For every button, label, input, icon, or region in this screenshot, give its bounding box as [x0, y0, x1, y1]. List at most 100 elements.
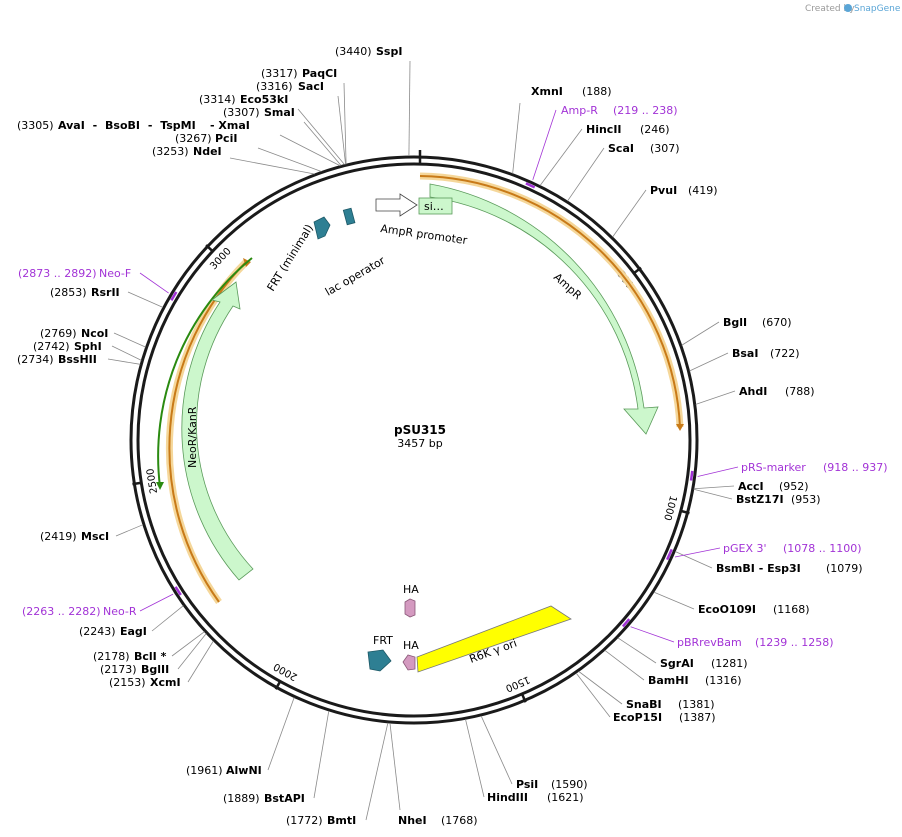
site-leader-lines — [107, 60, 736, 821]
primer-name-amp-r[interactable]: Amp-R — [561, 104, 598, 117]
primer-mark-neo-r[interactable] — [174, 586, 182, 596]
site-name-bmti[interactable]: BmtI — [327, 814, 356, 827]
site-pos-msci: (2419) — [40, 530, 77, 543]
primer-name-pbrrevbam[interactable]: pBRrevBam — [677, 636, 742, 649]
frt-minimal-label: FRT (minimal) — [265, 222, 316, 294]
site-name-bamhi[interactable]: BamHI — [648, 674, 689, 687]
neor-green-orf-line — [157, 257, 253, 488]
ampr-promoter-arrow[interactable] — [375, 193, 418, 217]
leader-line-ecop15i — [575, 672, 611, 718]
ha-top-label: HA — [403, 583, 419, 596]
site-name-bgli[interactable]: BglI — [723, 316, 747, 329]
neor-label: NeoR/KanR — [186, 406, 199, 468]
orf-arcs — [156, 172, 684, 605]
primer-name-prs-marker[interactable]: pRS-marker — [741, 461, 806, 474]
site-name-eagi[interactable]: EagI — [120, 625, 147, 638]
site-name-alwni[interactable]: AlwNI — [226, 764, 262, 777]
site-name-bsmbi[interactable]: BsmBI - Esp3I — [716, 562, 801, 575]
site-pos-ecop15i: (1387) — [679, 711, 716, 724]
primer-name-pgex3[interactable]: pGEX 3' — [723, 542, 767, 555]
leader-line-bsmbi — [675, 551, 713, 569]
ampr-feature-arrow[interactable] — [429, 183, 659, 435]
site-name-xmni[interactable]: XmnI — [531, 85, 563, 98]
site-name-sspi[interactable]: SspI — [376, 45, 402, 58]
site-pos-snabi: (1381) — [678, 698, 715, 711]
leader-line-ncoi — [113, 332, 146, 348]
site-pos-eagi: (2243) — [79, 625, 116, 638]
frt-minimal-arrow[interactable] — [313, 216, 331, 240]
site-name-sgrai[interactable]: SgrAI — [660, 657, 694, 670]
site-name-psii[interactable]: PsiI — [516, 778, 538, 791]
site-pos-bstz17i: (953) — [791, 493, 821, 506]
site-name-sphi[interactable]: SphI — [74, 340, 102, 353]
ha-tag-top[interactable] — [404, 598, 416, 618]
leader-line-paqci — [343, 82, 347, 165]
site-name-bcli[interactable]: BclI * — [134, 650, 167, 663]
primer-mark-pgex3[interactable] — [666, 548, 673, 561]
primer-leader-pbrrevbam — [630, 626, 675, 643]
leader-line-bglii — [177, 633, 207, 670]
site-name-eco53ki[interactable]: Eco53kI — [240, 93, 288, 106]
site-name-paqci[interactable]: PaqCI — [302, 67, 337, 80]
site-name-ecoo109i[interactable]: EcoO109I — [698, 603, 756, 616]
site-name-ndei[interactable]: NdeI — [193, 145, 222, 158]
leader-line-scai — [567, 147, 605, 202]
site-pos-eco53ki: (3314) — [199, 93, 236, 106]
primer-marks — [139, 109, 739, 643]
site-name-xcmi[interactable]: XcmI — [150, 676, 181, 689]
primer-name-neo-r[interactable]: Neo-R — [103, 605, 137, 618]
site-name-nhei[interactable]: NheI — [398, 814, 427, 827]
site-name-bstapi[interactable]: BstAPI — [264, 792, 305, 805]
site-name-ncoi[interactable]: NcoI — [81, 327, 108, 340]
site-name-scai[interactable]: ScaI — [608, 142, 634, 155]
site-name-pvui[interactable]: PvuI — [650, 184, 677, 197]
site-name-pcii[interactable]: PciI — [215, 132, 237, 145]
tick-mark-3000 — [205, 244, 215, 253]
frt-arrow[interactable] — [367, 649, 392, 672]
primer-range-amp-r: (219 .. 238) — [613, 104, 678, 117]
frt-label: FRT — [373, 634, 393, 647]
primer-mark-neo-f[interactable] — [170, 291, 178, 301]
site-name-bsshii[interactable]: BssHII — [58, 353, 97, 366]
site-pos-scai: (307) — [650, 142, 680, 155]
site-name-acci[interactable]: AccI — [738, 480, 764, 493]
ha-bottom-label: HA — [403, 639, 419, 652]
site-pos-acci: (952) — [779, 480, 809, 493]
site-pos-ndei: (3253) — [152, 145, 189, 158]
site-name-bsai[interactable]: BsaI — [732, 347, 758, 360]
site-name-bstz17i[interactable]: BstZ17I — [736, 493, 784, 506]
site-pos-bgli: (670) — [762, 316, 792, 329]
r6k-ori-box[interactable] — [416, 605, 572, 673]
backbone-outer-ring — [129, 155, 699, 725]
site-name-saci[interactable]: SacI — [298, 80, 324, 93]
site-pos-bamhi: (1316) — [705, 674, 742, 687]
leader-line-eagi — [151, 605, 184, 632]
primer-mark-prs-marker[interactable] — [689, 470, 694, 481]
site-name-hindiii[interactable]: HindIII — [487, 791, 528, 804]
primer-leader-pgex3 — [674, 547, 721, 558]
ha-tag-bottom[interactable] — [402, 654, 416, 671]
site-name-msci[interactable]: MscI — [81, 530, 109, 543]
site-name-smai[interactable]: SmaI — [264, 106, 295, 119]
site-name-ahdi[interactable]: AhdI — [739, 385, 767, 398]
signal-peptide-box[interactable] — [418, 197, 453, 215]
primer-name-neo-f[interactable]: Neo-F — [99, 267, 131, 280]
left-site-labels: (3440) SspI (3317) PaqCI (3316) SacI (33… — [17, 45, 478, 827]
lac-operator-box[interactable] — [342, 207, 356, 226]
site-name-bglii[interactable]: BglII — [141, 663, 169, 676]
primer-mark-pbrrevbam[interactable] — [621, 618, 631, 628]
leader-line-msci — [115, 524, 144, 537]
site-name-ecop15i[interactable]: EcoP15I — [613, 711, 662, 724]
neor-feature-arrow[interactable] — [181, 281, 254, 581]
site-name-avai[interactable]: AvaI - BsoBI - TspMI — [58, 119, 196, 132]
site-name-rsrii[interactable]: RsrII — [91, 286, 120, 299]
site-name-hincii[interactable]: HincII — [586, 123, 622, 136]
primer-mark-amp-r[interactable] — [525, 182, 536, 189]
tick-mark-500 — [632, 266, 642, 275]
site-name-xmai[interactable]: - XmaI — [210, 119, 250, 132]
credit-created-by: Created by — [805, 4, 855, 14]
site-name-snabi[interactable]: SnaBI — [626, 698, 662, 711]
site-pos-bmti: (1772) — [286, 814, 323, 827]
